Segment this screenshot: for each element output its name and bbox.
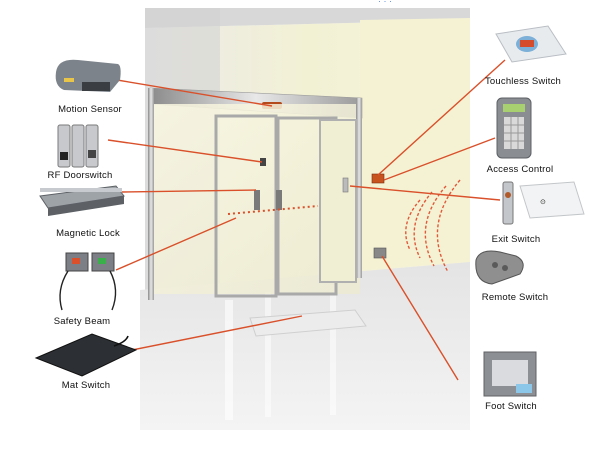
label-access-control: Access Control [486,164,554,175]
sensor-waves [405,179,461,273]
label-foot-switch: Foot Switch [485,401,537,412]
label-exit-switch: Exit Switch [491,234,541,245]
svg-text:· · ·: · · · [378,0,392,6]
label-remote-switch: Remote Switch [481,292,549,303]
mat-switch-icon [34,333,138,377]
safety-beam-icon [59,252,117,311]
label-mat-switch: Mat Switch [61,380,111,391]
motion-sensor-icon [55,59,121,92]
sliding-door [148,88,387,337]
remote-icon [475,250,524,285]
svg-text:⊙: ⊙ [540,199,546,206]
label-rf-doorswitch: RF Doorswitch [47,170,113,181]
leader-lines [107,59,506,381]
magnetic-lock-icon [39,185,125,216]
keypad-icon [496,97,532,159]
label-motion-sensor: Motion Sensor [58,104,122,115]
rf-doorswitch-icon [57,124,99,168]
touchless-switch-icon [495,25,567,63]
foot-switch-icon [483,351,537,397]
exit-button-icon: ⊙ [502,181,585,225]
label-magnetic-lock: Magnetic Lock [56,228,120,239]
label-touchless-switch: Touchless Switch [484,76,562,87]
label-safety-beam: Safety Beam [53,316,111,327]
